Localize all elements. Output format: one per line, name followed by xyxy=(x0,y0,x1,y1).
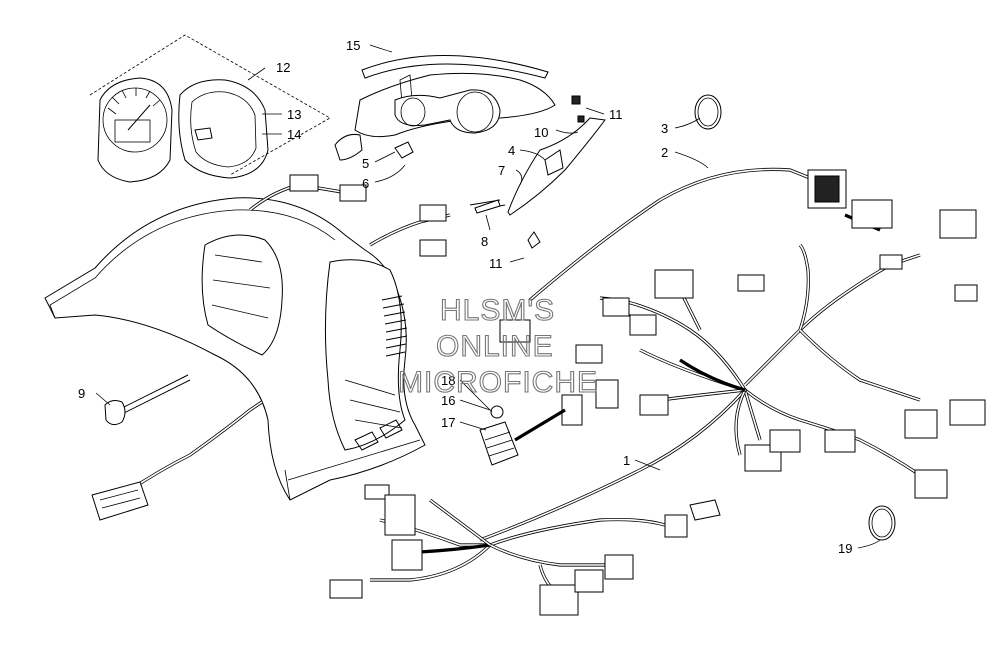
watermark: HLSM'S ONLINE MICROFICHE xyxy=(397,293,598,399)
callout-7: 7 xyxy=(498,163,505,178)
left-pigtail xyxy=(91,400,263,521)
vent-slots xyxy=(381,295,408,357)
callout-9: 9 xyxy=(78,386,85,401)
callout-16: 16 xyxy=(441,393,455,408)
harness-2 xyxy=(528,167,881,302)
lens-strip xyxy=(361,55,549,79)
clamp-3 xyxy=(694,94,722,130)
leader-lines xyxy=(95,44,881,549)
callout-5: 5 xyxy=(362,156,369,171)
callout-6: 6 xyxy=(362,176,369,191)
callout-19: 19 xyxy=(838,541,852,556)
connectors xyxy=(329,199,986,616)
watermark-line-1: HLSM'S xyxy=(440,294,555,327)
callout-12: 12 xyxy=(276,60,290,75)
clamp-19 xyxy=(868,505,896,541)
callout-17: 17 xyxy=(441,415,455,430)
group-bracket-12 xyxy=(89,34,331,176)
lower-cover xyxy=(507,95,606,249)
hood-housing xyxy=(44,197,426,501)
main-harness xyxy=(479,243,921,542)
switch-pigtails xyxy=(249,174,506,257)
callout-10: 10 xyxy=(534,125,548,140)
watermark-line-3: MICROFICHE xyxy=(398,366,598,399)
callout-4: 4 xyxy=(508,143,515,158)
voltage-regulator xyxy=(479,405,566,466)
screw-9 xyxy=(104,374,191,426)
callout-labels: 15 12 13 14 11 10 4 7 5 6 8 11 3 2 9 18 … xyxy=(78,38,852,556)
callout-13: 13 xyxy=(287,107,301,122)
callout-1: 1 xyxy=(623,453,630,468)
callout-11-lower: 11 xyxy=(489,256,503,271)
callout-8: 8 xyxy=(481,234,488,249)
callout-15: 15 xyxy=(346,38,360,53)
leader-12 xyxy=(247,67,266,81)
callout-11-upper: 11 xyxy=(609,107,623,122)
callout-18: 18 xyxy=(441,373,455,388)
callout-14: 14 xyxy=(287,127,301,142)
headlamp-body xyxy=(394,89,501,134)
bulb-socket xyxy=(334,134,414,161)
callout-3: 3 xyxy=(661,121,668,136)
watermark-line-2: ONLINE xyxy=(436,330,554,363)
callout-2: 2 xyxy=(661,145,668,160)
gauge-bezel xyxy=(178,79,269,179)
speedometer-gauge xyxy=(97,77,173,183)
